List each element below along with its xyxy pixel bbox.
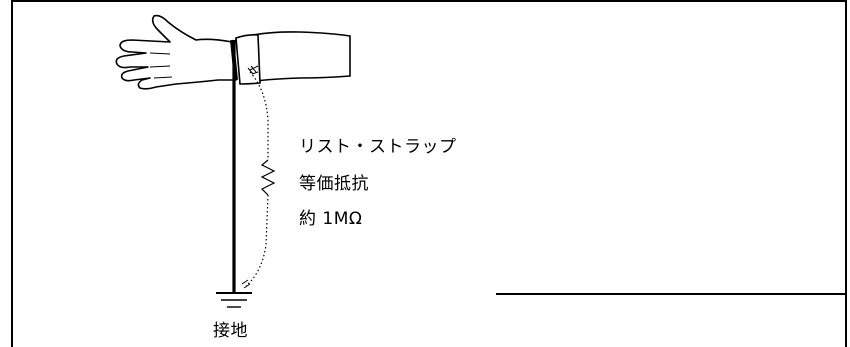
frame-bottom-line xyxy=(496,293,847,295)
connector-mark-top xyxy=(247,65,257,75)
wrist-strap-label: リスト・ストラップ xyxy=(299,137,457,157)
arm-sleeve xyxy=(235,31,351,83)
ground-symbol-icon xyxy=(216,292,252,308)
resistor-icon xyxy=(260,159,276,196)
wrist-cuff xyxy=(235,34,261,85)
equivalent-resistance-label: 等価抵抗 xyxy=(299,174,369,194)
equivalent-path xyxy=(245,71,269,287)
connector-mark-bottom xyxy=(241,279,251,289)
hand-icon xyxy=(115,14,237,90)
diagram-frame xyxy=(11,0,847,347)
resistance-value-label: 約 1MΩ xyxy=(299,209,363,229)
ground-label: 接地 xyxy=(213,321,248,341)
